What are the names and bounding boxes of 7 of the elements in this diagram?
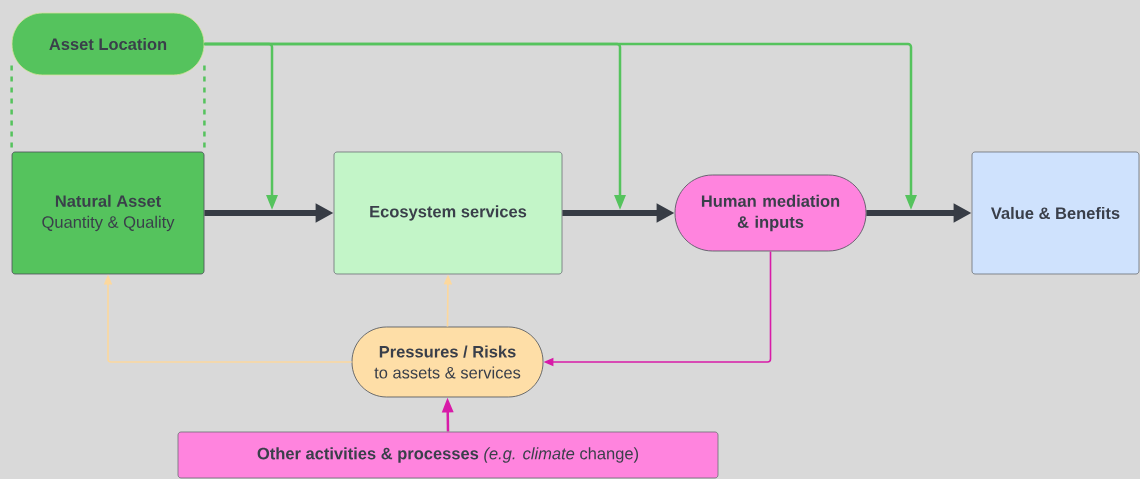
- process-box: Other activities & processes (e.g. climate change): [177, 431, 719, 479]
- process-box: Ecosystem services: [333, 151, 563, 275]
- terminal-pill: Asset Location: [11, 12, 205, 76]
- process-box: Value & Benefits: [971, 151, 1140, 275]
- terminal-pill: Pressures / Risks to assets & services: [351, 326, 544, 398]
- process-box: Natural Asset Quantity & Quality: [11, 151, 205, 275]
- terminal-pill: Human mediation & inputs: [674, 174, 867, 252]
